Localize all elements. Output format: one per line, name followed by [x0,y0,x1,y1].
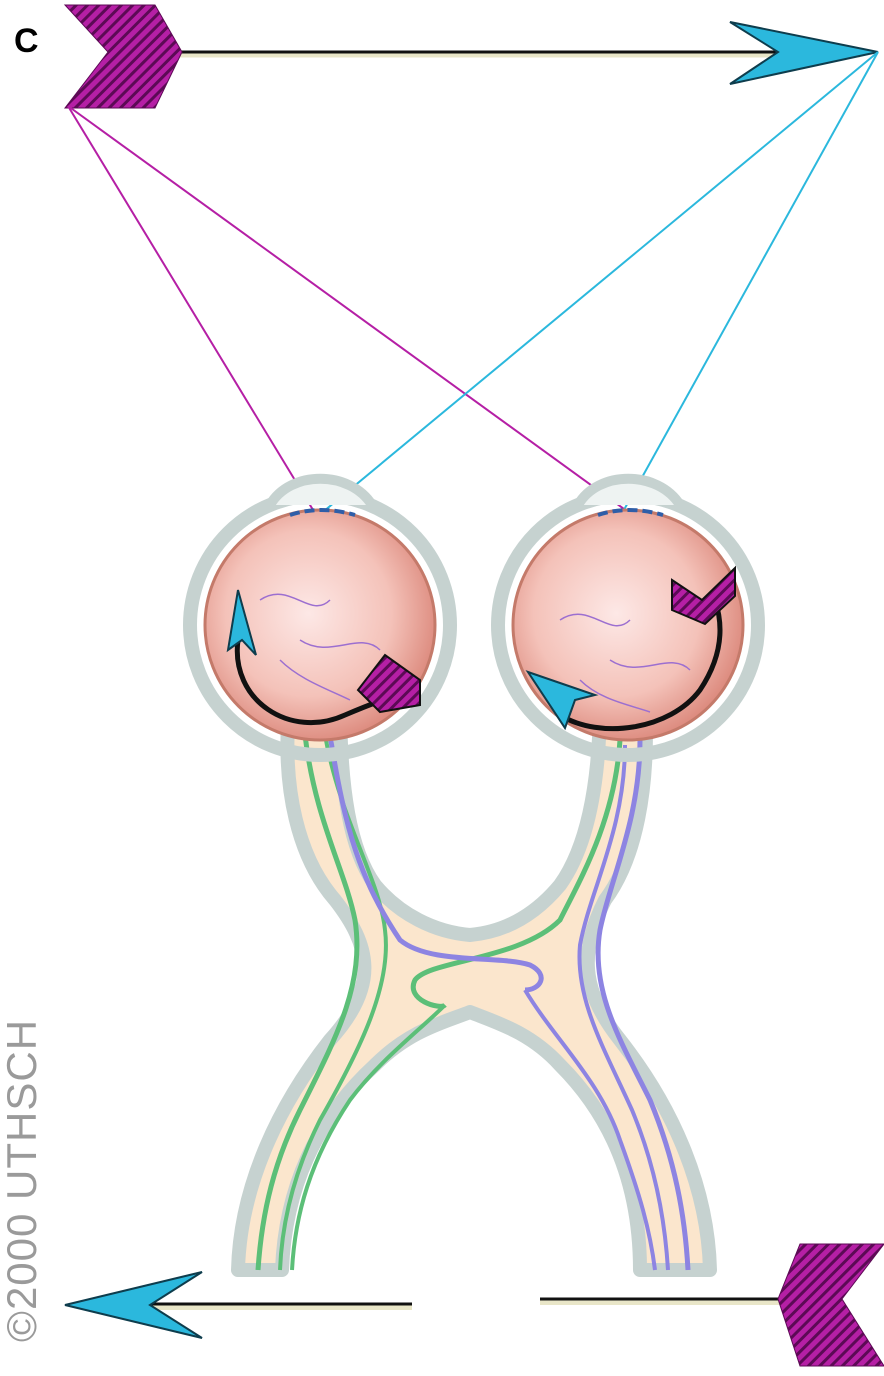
optic-pathway [238,700,710,1270]
object-arrow-tail [65,5,182,108]
copyright-text: ©2000 UTHSCH [0,1019,46,1342]
right-eye-cornea [578,479,680,505]
perceived-arrow [65,1244,884,1366]
object-arrow [65,5,878,108]
panel-label: C [14,22,39,61]
perceived-right-tail [778,1244,884,1366]
right-eye [498,479,758,755]
left-eye [190,479,450,755]
